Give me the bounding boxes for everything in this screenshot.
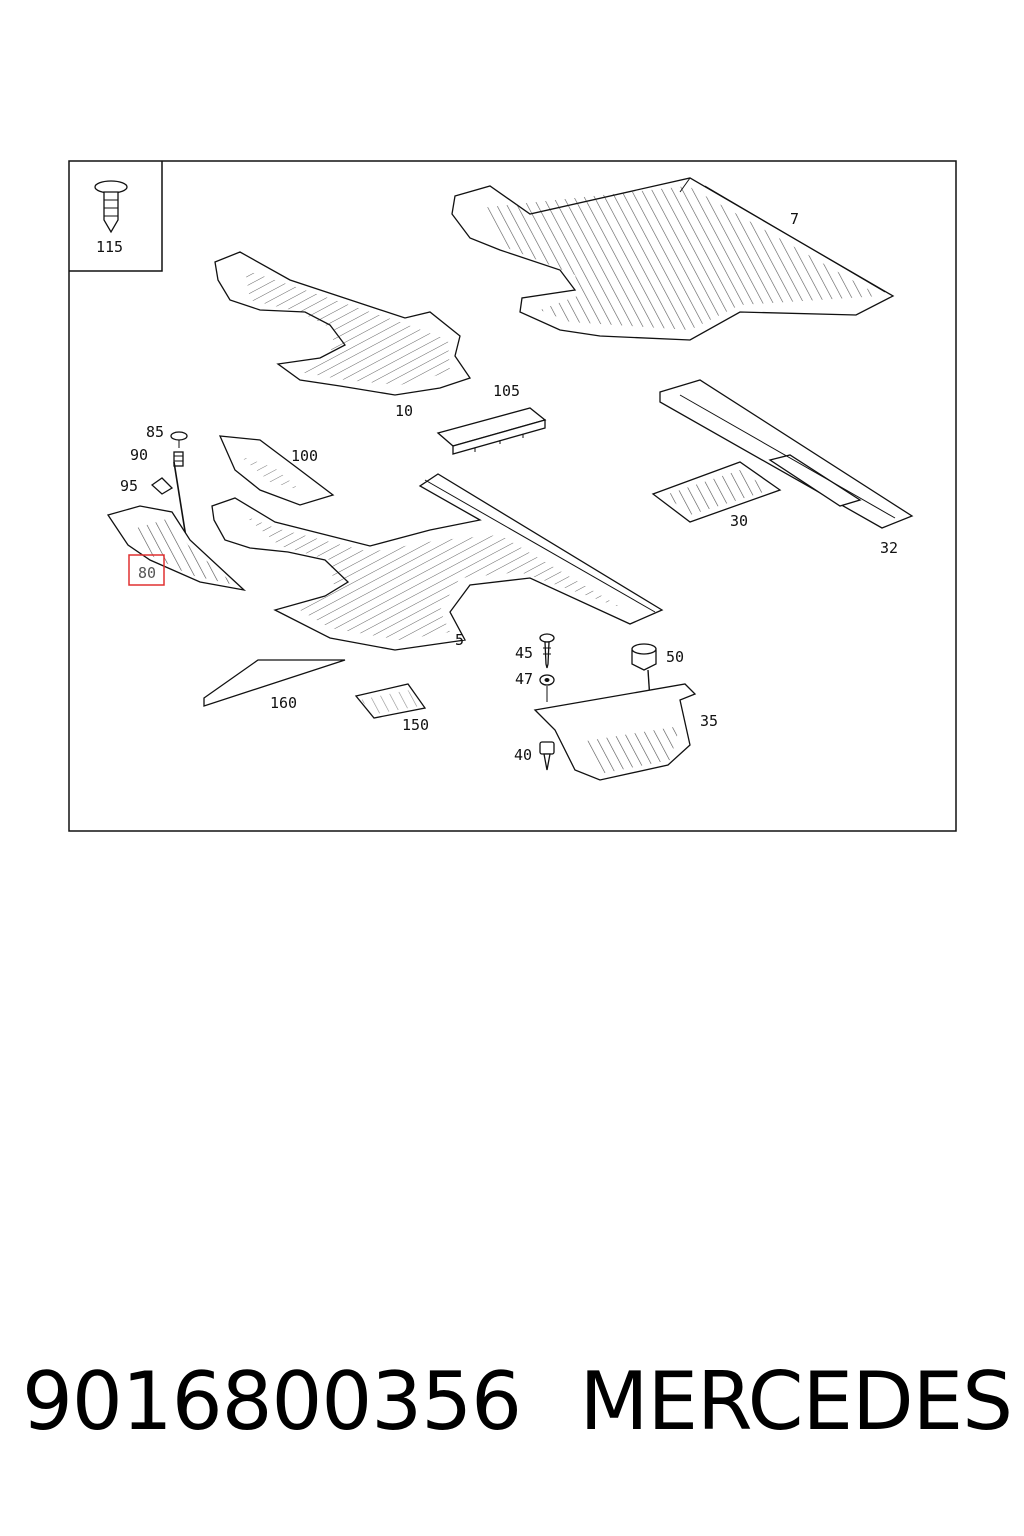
part-32-rail [659, 379, 914, 529]
callout-80-highlight [128, 554, 165, 586]
callout-90: 90 [130, 446, 148, 464]
fasteners-45-47-40 [539, 633, 555, 771]
part-160-wedge [203, 659, 346, 707]
callout-160: 160 [270, 694, 297, 712]
callout-80: 80 [138, 564, 156, 582]
part-35-tray [533, 683, 697, 781]
callout-40: 40 [514, 746, 532, 764]
callout-35: 35 [700, 712, 718, 730]
callout-50: 50 [666, 648, 684, 666]
part-10-front-floor [214, 251, 472, 396]
part-105-strip [436, 407, 547, 455]
callout-7: 7 [790, 210, 799, 228]
part-150-pad [354, 683, 427, 719]
parts-diagram: 115 [68, 160, 957, 832]
callout-45: 45 [515, 644, 533, 662]
callout-30: 30 [730, 512, 748, 530]
callout-85: 85 [146, 423, 164, 441]
callout-32: 32 [880, 539, 898, 557]
inset-clip-115: 115 [69, 161, 163, 272]
diagram-frame [68, 160, 957, 832]
callout-105: 105 [493, 382, 520, 400]
part-7-rear-floor [451, 177, 895, 341]
callout-100: 100 [291, 447, 318, 465]
brand-name: MERCEDES [579, 1355, 1013, 1448]
part-80-insulation [106, 505, 247, 592]
part-5-floor-panel [211, 473, 664, 651]
callout-5: 5 [455, 631, 464, 649]
part-100-cover [218, 435, 335, 506]
callout-95: 95 [120, 477, 138, 495]
part-number: 9016800356 [22, 1355, 522, 1448]
part-30-floor-section [651, 461, 782, 523]
caption: 9016800356 MERCEDES [22, 1355, 1013, 1448]
push-clip-icon [94, 180, 128, 234]
callout-150: 150 [402, 716, 429, 734]
callout-115: 115 [96, 238, 123, 256]
callout-10: 10 [395, 402, 413, 420]
callout-47: 47 [515, 670, 533, 688]
